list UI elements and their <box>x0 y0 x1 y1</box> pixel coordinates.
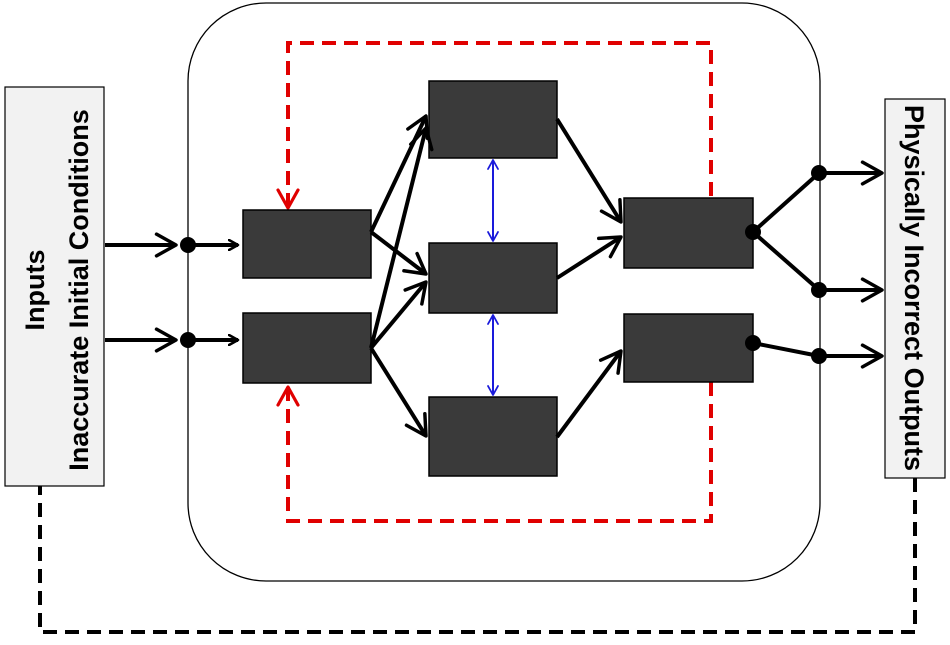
input-panel-line2: Inaccurate Initial Conditions <box>64 109 94 471</box>
internal-connections <box>369 114 623 439</box>
processing-blocks <box>242 80 754 477</box>
block-middle-center <box>428 242 558 314</box>
input-panel-box <box>4 86 105 487</box>
output-link-lower <box>752 341 820 358</box>
link-middle-top-to-output-top <box>555 117 623 224</box>
output-split-down <box>751 230 821 292</box>
svg-text:Physically Incorrect Outputs: Physically Incorrect Outputs <box>899 105 929 471</box>
block-input-top <box>242 209 372 279</box>
output-panel-box <box>884 98 946 479</box>
link-top-to-middle-center <box>369 230 428 276</box>
svg-text:Inputs: Inputs <box>20 250 50 331</box>
link-bottom-to-middle-bottom <box>369 346 428 438</box>
output-split-up <box>751 171 821 234</box>
output-panel: Physically Incorrect Outputs <box>884 98 946 479</box>
block-input-bottom <box>242 312 372 384</box>
input-panel-line1: Inputs <box>20 250 50 331</box>
input-connectors <box>105 232 238 353</box>
block-middle-top <box>428 80 558 159</box>
block-output-bottom <box>623 313 754 383</box>
link-bottom-to-middle-top <box>369 126 434 349</box>
link-middle-center-to-output-top <box>555 235 623 280</box>
link-bottom-to-middle-center <box>369 280 428 350</box>
output-panel-line1: Physically Incorrect Outputs <box>899 105 929 471</box>
input-panel: Inputs Inaccurate Initial Conditions <box>4 86 105 487</box>
outer-feedback-loop <box>27 348 917 634</box>
block-output-top <box>623 197 754 269</box>
link-middle-bottom-to-output-bottom <box>555 349 623 439</box>
red-feedback-loop-top <box>276 41 713 210</box>
block-middle-bottom <box>428 396 558 477</box>
svg-text:Inaccurate Initial Conditions: Inaccurate Initial Conditions <box>64 109 94 471</box>
output-connectors <box>745 160 884 369</box>
red-feedback-loop-bottom <box>276 382 713 523</box>
